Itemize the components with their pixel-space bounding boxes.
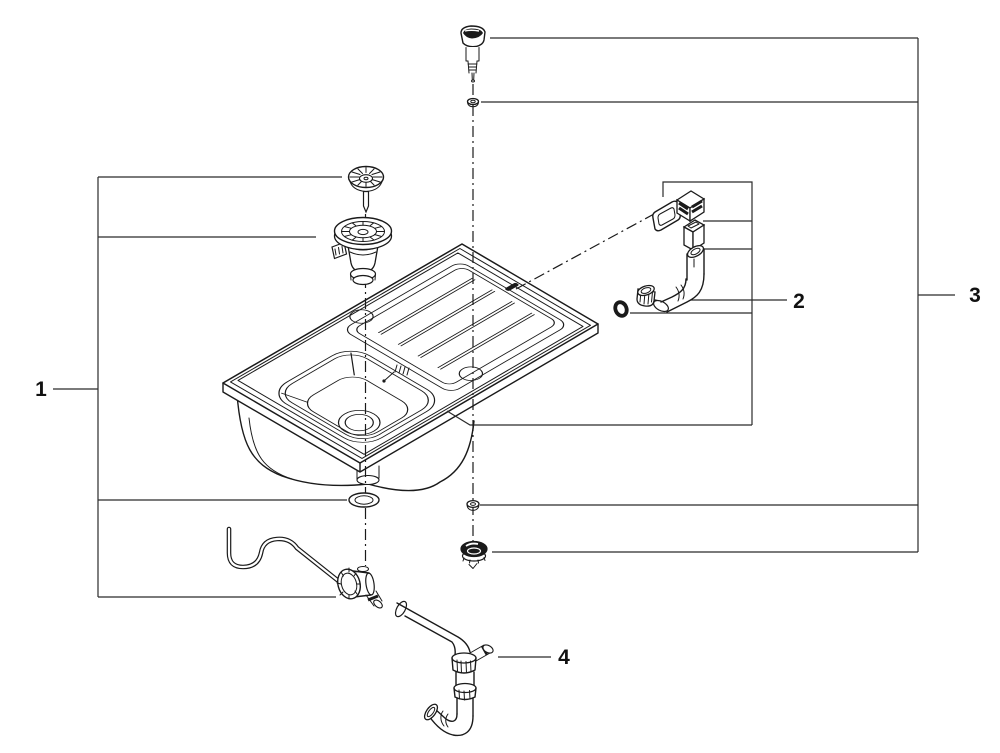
bowl-opening-inner — [284, 354, 429, 440]
bowl-drain-flange — [337, 410, 381, 436]
overflow-rod — [226, 526, 344, 586]
overflow-gasket — [652, 200, 681, 232]
callout-lines — [53, 37, 955, 658]
sink-underbody-seam — [248, 417, 293, 480]
rim-band-edges — [222, 323, 599, 473]
strainer-plug — [347, 165, 385, 214]
overflow-cover-plate — [675, 190, 706, 223]
callout-label-4: 4 — [558, 646, 570, 669]
sink-surface — [278, 263, 565, 443]
knob-nut — [466, 97, 480, 108]
bowl-drain-hole — [344, 413, 374, 432]
basket-strainer — [331, 216, 393, 286]
overflow-kit — [613, 190, 706, 318]
cone-gasket — [460, 540, 488, 569]
remote-control-knob — [460, 25, 486, 83]
remote-knob-hole — [458, 366, 484, 381]
bowl-corner-lines — [281, 352, 355, 403]
rim-inner-line-1 — [230, 248, 591, 459]
sink-drawing — [222, 243, 599, 492]
rim-inner-line-2 — [237, 252, 584, 455]
drain-stub-end — [356, 474, 380, 486]
bracket-3 — [480, 37, 955, 553]
drain-outlet-tee — [336, 566, 383, 609]
overflow-o-ring — [613, 300, 629, 318]
drainboard-outline — [346, 263, 565, 391]
brand-mark — [382, 364, 410, 383]
callout-label-3: 3 — [969, 284, 981, 307]
rim-top-face — [222, 243, 599, 464]
drainboard-inner — [356, 268, 555, 385]
drainboard-grooves — [378, 277, 535, 370]
bracket-2 — [446, 181, 787, 426]
waste-washer — [348, 492, 380, 508]
tailpiece-nut — [466, 499, 480, 511]
bowl-bottom — [306, 376, 409, 437]
tap-hole — [349, 309, 374, 324]
waste-trap-pipe — [394, 600, 494, 737]
callout-label-2: 2 — [793, 290, 805, 313]
overflow-adapter — [682, 219, 706, 252]
callout-label-1: 1 — [35, 378, 47, 401]
overflow-nut — [636, 284, 656, 307]
bowl-opening — [278, 350, 436, 443]
overflow-elbow — [653, 244, 705, 313]
overflow-slot — [505, 282, 519, 291]
bracket-1 — [53, 176, 347, 598]
overflow-axis — [515, 213, 655, 290]
sink-underbody-fill — [237, 394, 474, 491]
